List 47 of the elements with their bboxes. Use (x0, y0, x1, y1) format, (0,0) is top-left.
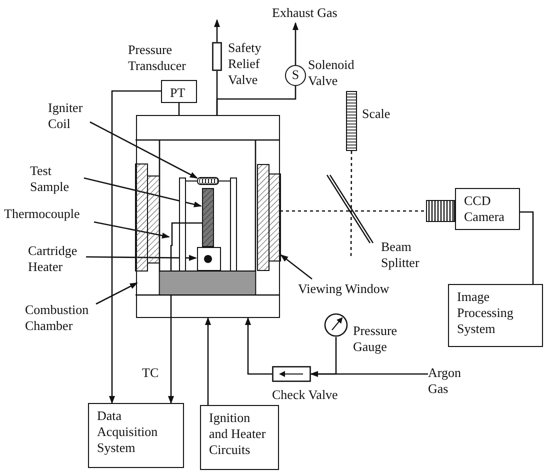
leader-line (310, 371, 428, 377)
pipe-line (292, 22, 298, 65)
part-label: Viewing Window (298, 281, 402, 297)
transducer-box: PT (161, 80, 197, 103)
component-label: Beam Splitter (381, 239, 420, 271)
gas-label: Argon Gas (428, 365, 473, 397)
pipe-line (205, 317, 211, 405)
relief-valve-symbol (212, 42, 222, 71)
pipe-line (216, 86, 296, 115)
pipe-line (109, 90, 161, 404)
component-label: Pressure Gauge (353, 323, 398, 355)
system-box: Image Processing System (448, 284, 543, 347)
igniter-coil (197, 177, 219, 185)
pipe-line (214, 19, 220, 42)
test-sample (202, 188, 214, 247)
leader-line (96, 282, 138, 305)
pipe-line (178, 103, 180, 115)
combustion-chamber (136, 115, 280, 318)
gas-label: Exhaust Gas (272, 5, 354, 21)
leader-line (90, 121, 198, 179)
camera-box: CCD Camera (455, 188, 520, 230)
component-label: Pressure Transducer (128, 42, 188, 74)
check-valve (272, 366, 311, 382)
pressure-gauge (324, 313, 348, 337)
component-label: Safety Relief Valve (228, 40, 262, 88)
component-label: Solenoid Valve (308, 57, 356, 89)
solenoid-valve-symbol: S (285, 65, 306, 86)
optical-path-line (280, 210, 349, 212)
system-box: Ignition and Heater Circuits (200, 405, 279, 470)
pipe-line (520, 211, 534, 284)
part-label: Combustion Chamber (25, 302, 100, 334)
pipe-line (311, 337, 337, 375)
part-label: Igniter Coil (48, 100, 96, 132)
component-label: Check Valve (272, 387, 339, 403)
part-label: Cartridge Heater (28, 243, 88, 275)
optical-path-line (350, 151, 352, 258)
scale-symbol (346, 91, 357, 151)
cartridge-heater (197, 247, 221, 271)
system-box: Data Acquisition System (88, 403, 184, 468)
pipe-line (245, 317, 272, 375)
component-label: Scale (362, 106, 392, 122)
thermocouple-wire (170, 220, 202, 246)
beam-splitter (327, 175, 373, 243)
part-label: Thermocouple (4, 206, 96, 222)
part-label: Test Sample (30, 163, 85, 195)
viewing-window (257, 164, 281, 271)
leader-line (280, 254, 312, 280)
